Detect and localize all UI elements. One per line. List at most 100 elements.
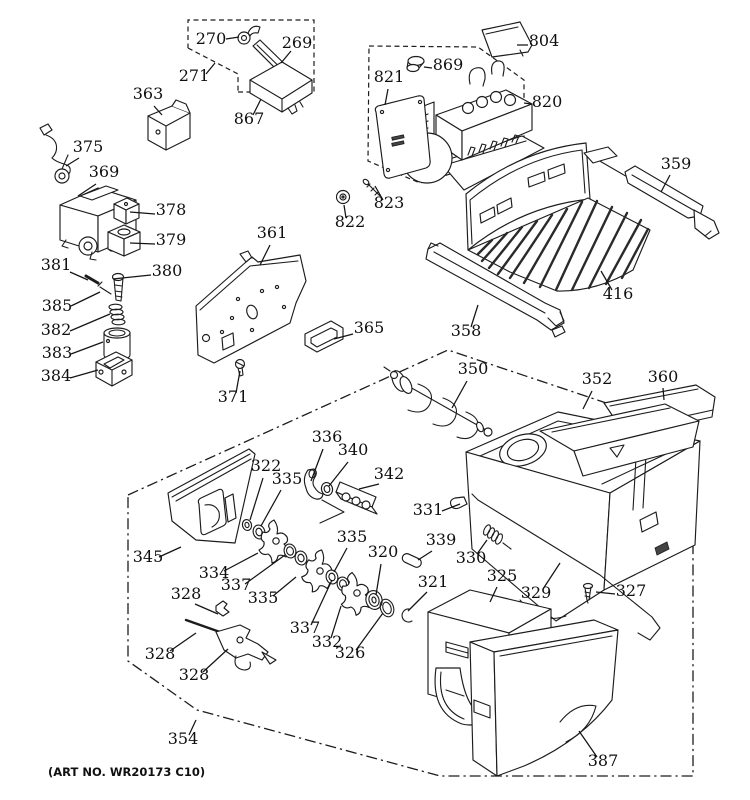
part-label-804: 804 — [529, 31, 560, 50]
part-label-340: 340 — [338, 440, 369, 459]
part-328-lever — [215, 624, 277, 671]
part-387-front-cover — [469, 619, 619, 777]
leader-line-361 — [259, 244, 271, 266]
leader-line-320 — [375, 563, 382, 596]
leader-line-375 — [65, 157, 80, 167]
leader-line-350 — [451, 380, 468, 409]
part-label-320: 320 — [368, 542, 399, 561]
dispenser-group-boundary — [127, 349, 694, 777]
part-label-383: 383 — [42, 343, 73, 362]
part-375-wire-harness — [39, 123, 71, 184]
leader-line-381 — [69, 271, 89, 281]
leader-line-321 — [407, 591, 428, 612]
part-385-screw — [97, 281, 112, 295]
part-label-336: 336 — [312, 427, 343, 446]
leader-line-269 — [280, 50, 292, 64]
part-label-375: 375 — [73, 137, 104, 156]
part-label-334: 334 — [199, 563, 230, 582]
part-416-shelf — [465, 142, 651, 292]
leader-line-360 — [662, 387, 665, 401]
leader-line-416 — [600, 270, 613, 291]
part-label-271: 271 — [179, 66, 210, 85]
part-378-cube — [113, 197, 140, 225]
part-label-371: 371 — [218, 387, 249, 406]
part-label-869: 869 — [433, 55, 464, 74]
part-label-820: 820 — [532, 92, 563, 111]
leader-line-328 — [169, 632, 197, 652]
part-label-335: 335 — [248, 588, 279, 607]
part-label-327: 327 — [616, 581, 647, 600]
leader-line-336 — [310, 448, 324, 482]
part-337-washer — [283, 543, 297, 559]
part-328-clip — [215, 600, 230, 617]
leader-line-271 — [205, 62, 216, 75]
part-384-bracket — [95, 351, 133, 387]
part-822-grommet — [335, 189, 351, 205]
part-label-416: 416 — [603, 284, 634, 303]
leader-line-867 — [252, 98, 262, 116]
leader-line-821 — [384, 88, 389, 106]
leader-line-345 — [158, 546, 182, 558]
leader-line-342 — [358, 483, 380, 490]
leader-line-332 — [330, 605, 342, 639]
leader-line-339 — [417, 550, 433, 561]
leader-line-354 — [188, 719, 197, 736]
leader-line-330 — [476, 539, 488, 555]
part-381-pin — [84, 274, 100, 285]
part-358-slide-rail — [425, 242, 566, 338]
leader-line-337 — [244, 554, 286, 585]
part-322-washer — [241, 518, 253, 532]
part-label-339: 339 — [426, 530, 457, 549]
part-345-side-plate — [167, 448, 256, 544]
leader-line-327 — [595, 591, 616, 595]
leader-line-325 — [489, 586, 498, 603]
leader-line-383 — [70, 341, 104, 355]
part-270-fill-cup-clip — [237, 25, 261, 45]
leader-line-820 — [523, 102, 532, 105]
part-label-328: 328 — [145, 644, 176, 663]
part-label-269: 269 — [282, 33, 313, 52]
part-label-328: 328 — [171, 584, 202, 603]
part-label-332: 332 — [312, 632, 343, 651]
part-label-326: 326 — [335, 643, 366, 662]
leader-line-335 — [333, 547, 348, 573]
part-label-363: 363 — [133, 84, 164, 103]
leader-line-328 — [202, 648, 229, 673]
part-label-321: 321 — [418, 572, 449, 591]
part-label-331: 331 — [413, 500, 444, 519]
leader-line-340 — [328, 461, 349, 487]
part-label-328: 328 — [179, 665, 210, 684]
part-label-360: 360 — [648, 367, 679, 386]
leader-line-371 — [235, 370, 241, 394]
part-label-350: 350 — [458, 359, 489, 378]
part-label-821: 821 — [374, 67, 405, 86]
leader-line-385 — [70, 291, 101, 307]
part-label-381: 381 — [41, 255, 72, 274]
leader-line-369 — [77, 183, 97, 197]
part-label-384: 384 — [41, 366, 72, 385]
part-label-387: 387 — [588, 751, 619, 770]
part-379-cube — [107, 224, 141, 257]
art-number: (ART NO. WR20173 C10) — [48, 765, 205, 779]
part-label-322: 322 — [251, 456, 282, 475]
part-330-spring — [483, 524, 512, 550]
part-820-icemaker-assembly — [374, 60, 545, 191]
part-label-867: 867 — [234, 109, 265, 128]
part-label-337: 337 — [221, 575, 252, 594]
leader-line-358 — [470, 304, 479, 328]
part-329-bail-wire — [471, 493, 661, 641]
leader-line-363 — [153, 105, 163, 116]
leader-line-329 — [542, 562, 561, 590]
leader-line-334 — [223, 552, 259, 572]
part-382-spring — [108, 303, 126, 326]
part-823-screw — [362, 178, 381, 197]
part-352-ice-bucket — [465, 403, 701, 622]
part-label-361: 361 — [257, 223, 288, 242]
leader-line-379 — [129, 242, 156, 245]
leader-line-352 — [582, 390, 593, 410]
leader-line-365 — [333, 333, 354, 340]
part-label-379: 379 — [156, 230, 187, 249]
leader-line-359 — [660, 174, 671, 193]
